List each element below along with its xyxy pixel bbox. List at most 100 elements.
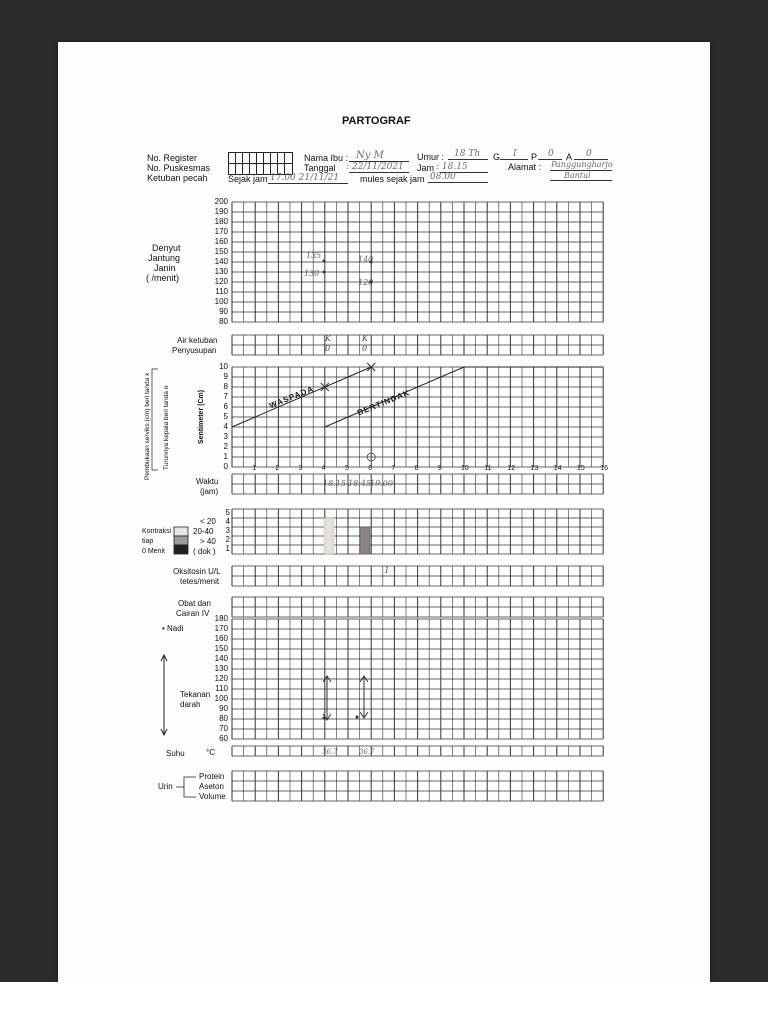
nama-ibu-line xyxy=(349,161,409,162)
nadi-label: • Nadi xyxy=(162,624,184,633)
dilation-x-mark xyxy=(366,362,376,372)
nadi-dot xyxy=(322,716,326,720)
alamat-line xyxy=(550,170,612,171)
tanggal-value: : 22/11/2021 xyxy=(346,162,404,172)
hour-tick: 7 xyxy=(391,465,396,472)
suhu-value-2: 36.7 xyxy=(359,748,375,756)
djj-note-4: 120 xyxy=(358,278,374,287)
tick-label: 90 xyxy=(219,704,228,713)
alamat-value-2: Bantul xyxy=(564,171,591,180)
hour-tick: 9 xyxy=(437,465,442,472)
tick-label: 170 xyxy=(214,624,228,633)
tick-label: 180 xyxy=(214,614,228,623)
ketuban-mark-2: K xyxy=(362,334,368,343)
puskesmas-boxes[interactable] xyxy=(228,163,293,175)
a-line xyxy=(574,159,608,160)
hour-tick: 16 xyxy=(600,465,608,472)
volume-label: Volume xyxy=(199,792,226,801)
g-label: G xyxy=(493,152,501,162)
tick-label: 100 xyxy=(214,297,228,306)
hour-tick: 6 xyxy=(368,465,373,472)
g-line xyxy=(500,159,528,160)
tick-label: 70 xyxy=(219,724,228,733)
legend-dok: ( dok ) xyxy=(193,547,216,556)
tick-label: 80 xyxy=(219,714,228,723)
umur-label: Umur : xyxy=(417,152,444,162)
jam-value: : 18.15 xyxy=(436,162,468,172)
umur-line xyxy=(448,159,488,160)
tekanan-label: Tekanan xyxy=(180,690,211,699)
tick-label: 200 xyxy=(214,197,228,206)
ketuban-pecah-label: Ketuban pecah xyxy=(147,173,208,183)
alamat-line-2 xyxy=(550,180,612,181)
jam-label: Jam xyxy=(417,163,435,173)
mules-line xyxy=(428,182,488,183)
bp-arrow-head xyxy=(322,713,332,721)
tick-label: 3 xyxy=(223,432,228,441)
descent-o-mark xyxy=(366,452,376,462)
kontraksi-bar-1 xyxy=(323,517,335,555)
page-title: PARTOGRAF xyxy=(342,115,411,127)
legend-swatch-dark xyxy=(173,544,189,555)
tick-label: 170 xyxy=(214,227,228,236)
hour-tick: 13 xyxy=(530,465,539,472)
tick-label: 9 xyxy=(223,372,228,381)
legend-swatch-mid xyxy=(173,535,189,546)
nama-ibu-label: Nama Ibu : xyxy=(304,153,349,163)
hour-tick: 8 xyxy=(414,465,419,472)
djj-label-1: Denyut xyxy=(152,243,181,253)
tick-label: 180 xyxy=(214,217,228,226)
urin-bracket xyxy=(176,776,196,798)
suhu-unit: °C xyxy=(206,748,215,757)
bp-arrow-head xyxy=(359,711,369,719)
tick-label: 8 xyxy=(223,382,228,391)
hour-tick: 1 xyxy=(252,465,257,472)
hour-tick: 10 xyxy=(461,465,469,472)
tick-label: 4 xyxy=(223,422,228,431)
bertindak-line xyxy=(324,366,465,428)
tick-label: 150 xyxy=(214,644,228,653)
tick-label: 80 xyxy=(219,317,228,326)
tick-label: 1 xyxy=(225,544,230,553)
tick-label: 120 xyxy=(214,277,228,286)
tick-label: 2 xyxy=(225,535,230,544)
a-value: 0 xyxy=(586,149,592,159)
p-label: P xyxy=(531,152,538,162)
tick-label: 100 xyxy=(214,694,228,703)
paper-sheet xyxy=(58,42,710,982)
dilation-x-mark xyxy=(320,382,330,392)
hour-tick: 12 xyxy=(507,465,516,472)
mules-label: mules sejak jam xyxy=(360,174,425,184)
air-ketuban-label: Air ketuban xyxy=(177,336,218,345)
waktu-value-3: 19.00 xyxy=(370,479,393,488)
menit-label: 0 Menit xyxy=(142,548,165,555)
aseton-label: Aseton xyxy=(199,782,224,791)
nama-ibu-value: Ny M xyxy=(356,150,384,161)
suhu-value-1: 36.7 xyxy=(322,748,338,756)
tick-label: 190 xyxy=(214,207,228,216)
tick-label: 5 xyxy=(223,412,228,421)
penyusupan-mark-1: 0 xyxy=(325,344,331,353)
umur-value: 18 Th xyxy=(454,149,481,159)
hour-tick: 5 xyxy=(345,465,349,472)
p-line xyxy=(538,159,562,160)
bp-arrow-head xyxy=(359,675,369,683)
bottom-margin xyxy=(0,982,768,1024)
sejak-jam-line xyxy=(268,183,348,184)
alamat-label: Alamat : xyxy=(508,162,542,172)
tick-label: 130 xyxy=(214,664,228,673)
kontraksi-label: Kontraksi xyxy=(142,528,172,535)
tick-label: 110 xyxy=(215,287,228,296)
mules-value: 08.00 xyxy=(430,172,456,182)
bp-arrow-head xyxy=(322,675,332,683)
ketuban-mark-1: K xyxy=(325,334,331,343)
djj-label-3: Janin xyxy=(154,263,176,273)
p-value: 0 xyxy=(548,149,554,159)
djj-dot xyxy=(369,280,373,284)
tick-label: 6 xyxy=(223,402,228,411)
suhu-label: Suhu xyxy=(166,749,185,758)
tick-label: 0 xyxy=(223,462,228,471)
tick-label: 160 xyxy=(214,634,228,643)
djj-note-3: 140 xyxy=(358,255,374,264)
